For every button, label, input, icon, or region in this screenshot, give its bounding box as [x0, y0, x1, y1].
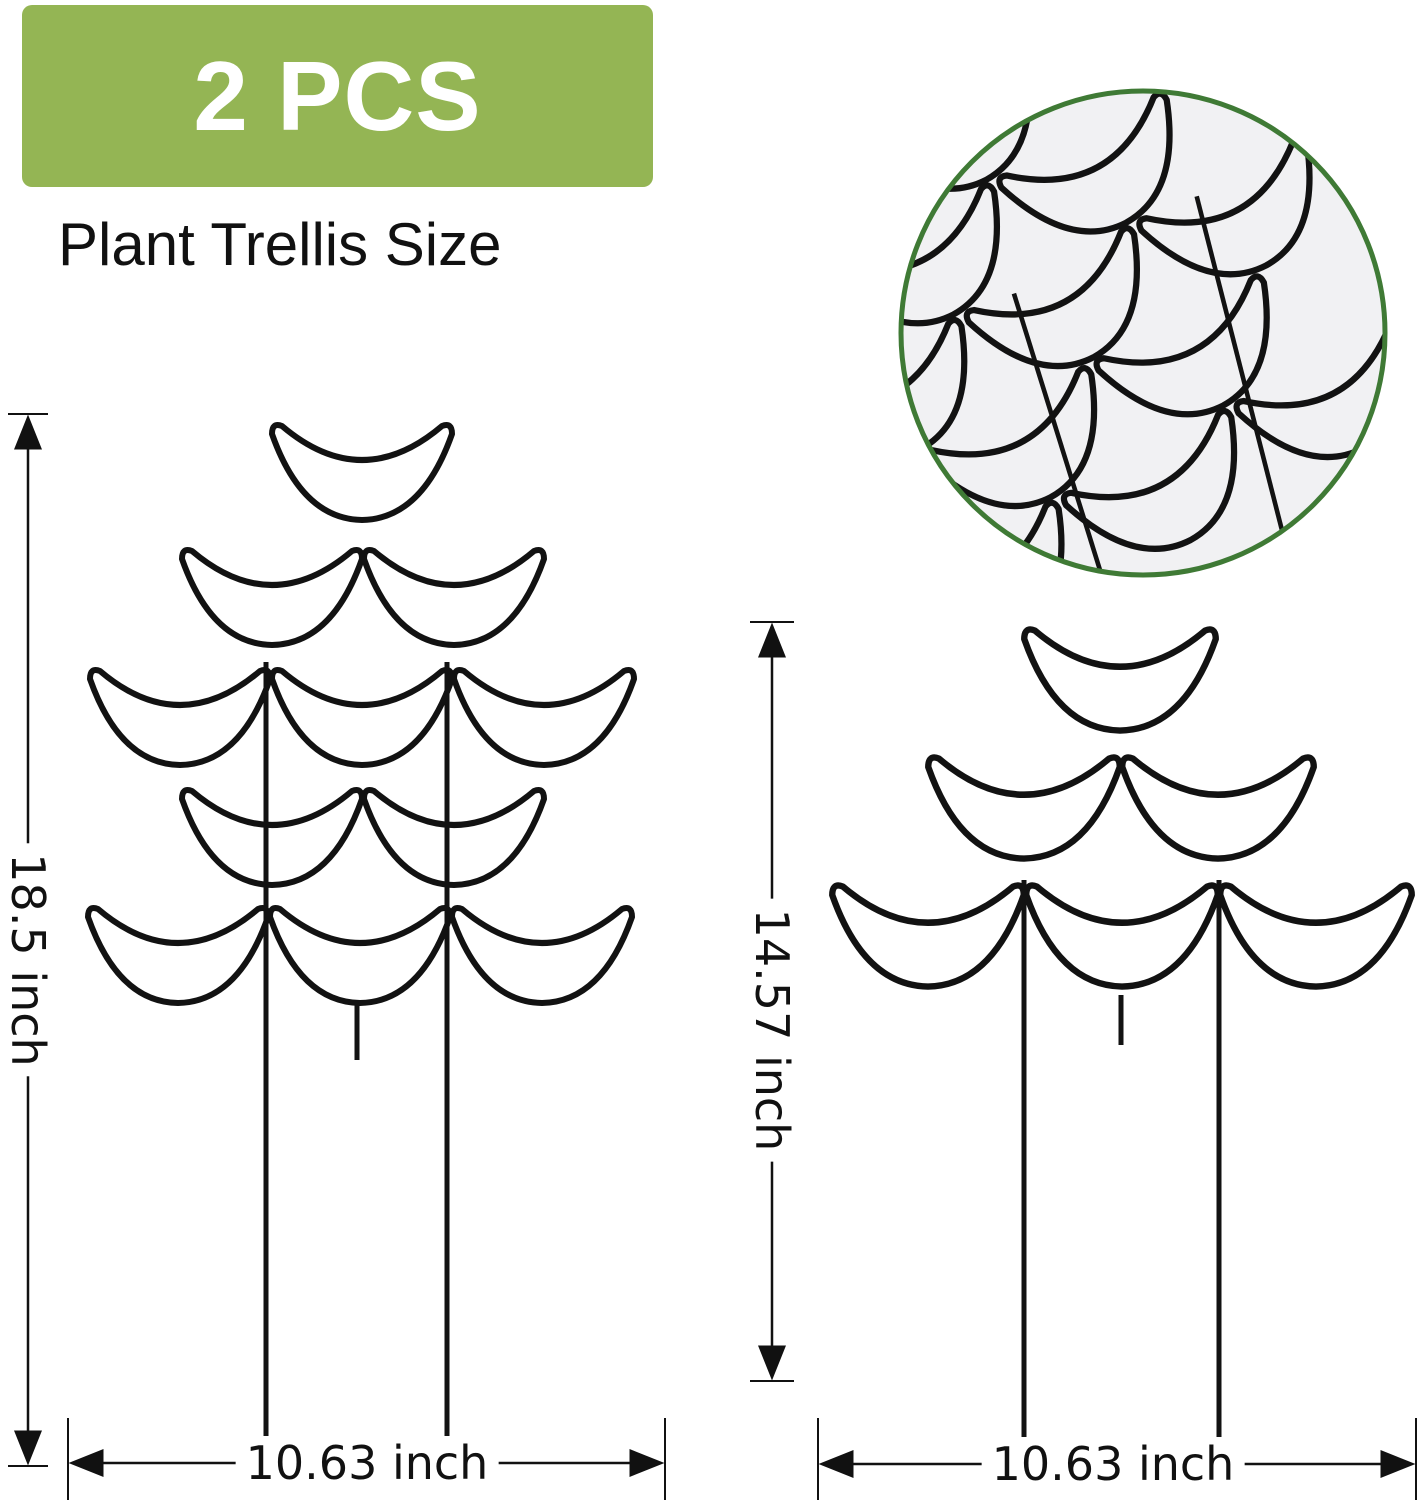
- small-trellis: [832, 630, 1411, 1472]
- large-trellis: [88, 425, 634, 1472]
- detail-circle: [898, 88, 1388, 578]
- quantity-badge: 2 PCS: [22, 5, 653, 187]
- small-height-label: 14.57 inch: [745, 898, 799, 1162]
- quantity-badge-label: 2 PCS: [193, 40, 482, 151]
- large-height-label: 18.5 inch: [1, 843, 55, 1077]
- small-width-label: 10.63 inch: [981, 1437, 1245, 1491]
- product-subtitle: Plant Trellis Size: [58, 211, 502, 278]
- large-width-label: 10.63 inch: [235, 1436, 499, 1490]
